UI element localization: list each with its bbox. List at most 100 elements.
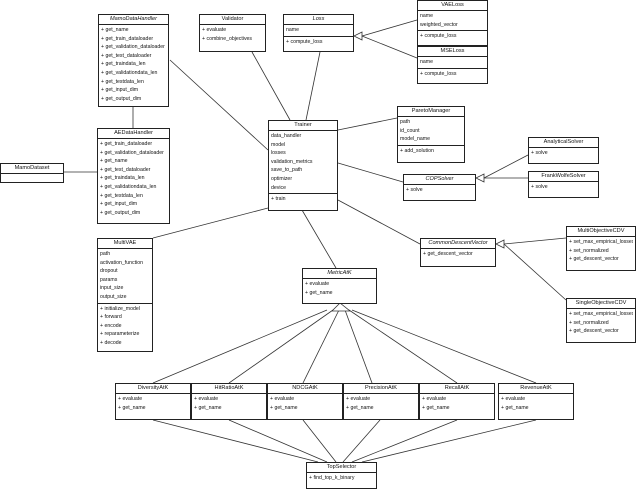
method: + evaluate [346, 396, 371, 402]
class-frankwolfesolver[interactable]: FrankWolfeSolver+ solve [528, 171, 599, 198]
method: + get_name [101, 27, 129, 33]
edge-ndcgatk-metricatk [302, 309, 340, 384]
method: + decode [100, 339, 122, 346]
method: + get_name [305, 289, 333, 296]
method: + get_train_dataloader [101, 35, 154, 42]
edge-copsolver-trainer [337, 162, 404, 183]
class-hitratioatk[interactable]: HitRatioAtK+ evaluate+ get_name [191, 383, 267, 420]
method: + compute_loss [420, 33, 457, 40]
class-recallatk[interactable]: RecallAtK+ evaluate+ get_name [419, 383, 495, 420]
method: + evaluate [422, 396, 447, 402]
method: + get_name [346, 404, 374, 411]
class-validator[interactable]: Validator+ evaluate+ combine_objectives [199, 14, 266, 52]
class-metricatk[interactable]: MetricAtK+ evaluate+ get_name [302, 268, 377, 304]
class-name: Validator [200, 15, 265, 25]
edge-paretomanager-trainer [337, 117, 398, 131]
class-topselector[interactable]: TopSelector+ find_top_k_binary [306, 462, 377, 489]
attribute: id_count [400, 127, 420, 134]
attribute: name [420, 59, 433, 65]
method-section: + set_max_empirical_losses+ set_normaliz… [567, 237, 635, 265]
method: + get_name [270, 404, 298, 411]
class-multiobjectivecdv[interactable]: MultiObjectiveCDV+ set_max_empirical_los… [566, 226, 636, 271]
method: + solve [406, 187, 423, 193]
class-singleobjectivecdv[interactable]: SingleObjectiveCDV+ set_max_empirical_lo… [566, 298, 636, 343]
class-name: VAELoss [418, 1, 487, 11]
class-mamodatahandler[interactable]: MamoDataHandler+ get_name+ get_train_dat… [98, 14, 169, 107]
method: + train [271, 196, 286, 203]
edge-metricatk-trainer [301, 209, 337, 269]
class-name: MSELoss [418, 47, 487, 57]
method: + get_validation_dataloader [101, 44, 165, 51]
class-name: CommonDescentVector [421, 239, 495, 249]
attribute: model [271, 141, 286, 148]
class-name: MultiVAE [98, 239, 152, 249]
edge-diversityatk-metricatk [152, 309, 328, 384]
method: + set_normalized [569, 247, 609, 254]
attribute: path [100, 251, 111, 257]
method: + solve [531, 150, 548, 156]
method: + get_testdata_len [101, 78, 144, 85]
method: + combine_objectives [202, 35, 253, 42]
edge-analyticalsolver-copsolver [483, 154, 529, 179]
class-aedatahandler[interactable]: AEDataHandler+ get_train_dataloader+ get… [97, 128, 170, 224]
method: + get_name [194, 404, 222, 411]
edge-hitratioatk-topselector [228, 419, 328, 463]
method: + get_descent_vector [569, 256, 619, 263]
class-mamodataset[interactable]: MamoDataset [0, 163, 64, 183]
method: + get_name [422, 404, 450, 411]
method: + get_traindata_len [100, 175, 145, 182]
method-section: + evaluate+ get_name [499, 394, 573, 413]
class-analyticalsolver[interactable]: AnalyticalSolver+ solve [528, 137, 599, 164]
class-ndcgatk[interactable]: NDCGAtK+ evaluate+ get_name [267, 383, 343, 420]
class-name: HitRatioAtK [192, 384, 266, 394]
method: + forward [100, 314, 122, 321]
method-section: + solve [404, 185, 475, 196]
method: + get_input_dim [100, 201, 138, 208]
edge-vaeloss-loss [361, 19, 418, 37]
edge-recallatk-metricatk [348, 309, 458, 384]
method: + set_max_empirical_losses [569, 311, 633, 317]
method: + get_descent_vector [569, 328, 619, 335]
method: + get_test_dataloader [101, 52, 152, 59]
class-name: DiversityAtK [116, 384, 190, 394]
method: + compute_loss [286, 38, 323, 45]
attribute: name [420, 13, 433, 19]
generalization-arrow-commondescentvector [495, 239, 505, 249]
edge-loss-trainer [305, 51, 321, 121]
class-precisionatk[interactable]: PrecisionAtK+ evaluate+ get_name [343, 383, 419, 420]
generalization-arrow-loss [353, 31, 363, 41]
class-commondescentvector[interactable]: CommonDescentVector + get_descent_vector [420, 238, 496, 267]
method: + evaluate [118, 396, 143, 402]
method-section: + evaluate + get_name [420, 394, 494, 413]
method: + get_descent_vector [423, 251, 473, 257]
attribute: save_to_path [271, 167, 303, 174]
edge-multivae-trainer [152, 207, 269, 239]
method-section: + get_descent_vector [421, 249, 495, 260]
method-section: + evaluate+ get_name [192, 394, 266, 413]
class-name: ParetoManager [398, 107, 464, 117]
method-section: + evaluate+ get_name [268, 394, 342, 413]
method-section: + train [269, 194, 337, 205]
method: + add_solution [400, 147, 434, 154]
method-section: + get_name + get_train_dataloader + get_va… [99, 25, 168, 104]
class-copsolver[interactable]: COPSolver+ solve [403, 174, 476, 201]
class-revenueatk[interactable]: RevenueAtK+ evaluate+ get_name [498, 383, 574, 420]
method: + get_name [501, 404, 529, 411]
method: + get_test_dataloader [100, 166, 151, 173]
edge-revenueatk-topselector [361, 419, 537, 463]
class-diversityatk[interactable]: DiversityAtK+ evaluate+ get_name [115, 383, 191, 420]
method-section: + add_solution [398, 146, 464, 157]
method-section: + get_train_dataloader+ get_validation_d… [98, 139, 169, 218]
attribute-section: name [418, 57, 487, 69]
method: + get_output_dim [100, 209, 141, 216]
